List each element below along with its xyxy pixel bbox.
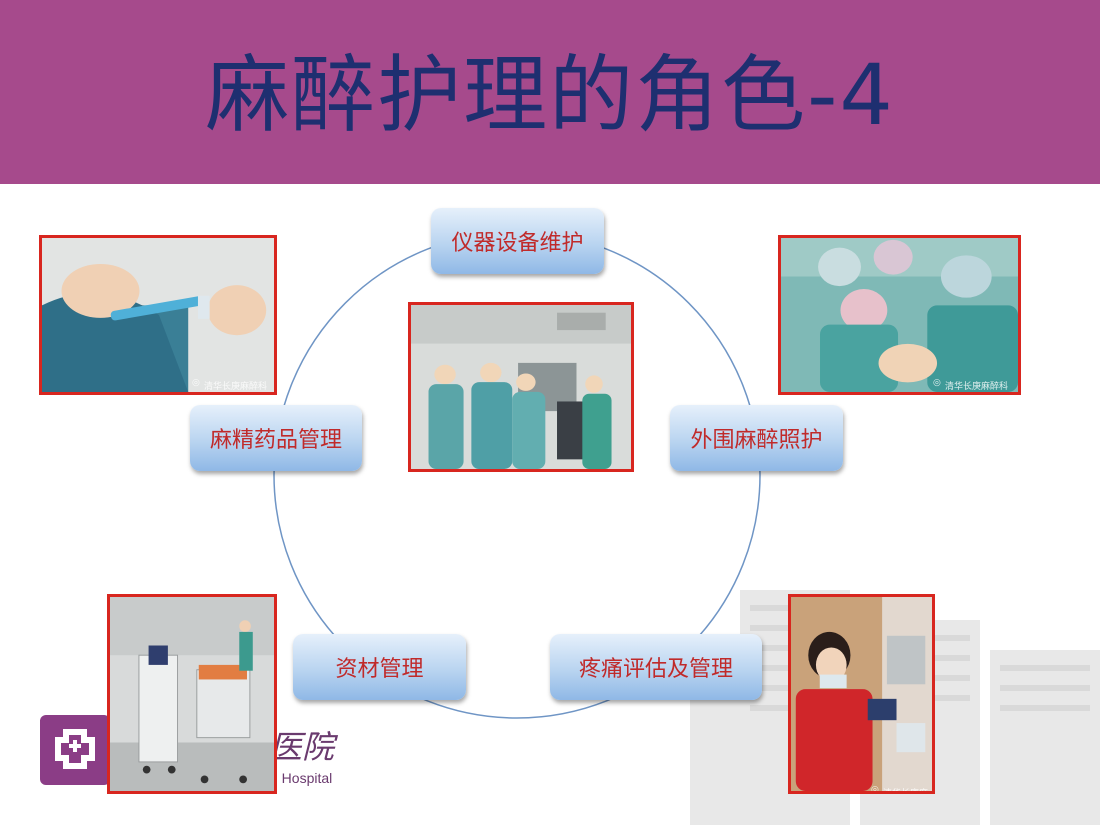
wechat-icon: ◎ <box>192 378 200 388</box>
node-supplies-management: 资材管理 <box>293 634 466 700</box>
photo-peripheral-anesthesia-care: ◎ 清华长庚麻醉科 <box>778 235 1021 395</box>
watermark-text: 清华长庚麻醉科 <box>204 382 268 392</box>
photo-operating-room-equipment <box>408 302 634 472</box>
node-equipment-maintenance: 仪器设备维护 <box>431 208 604 274</box>
logo-text-english: g Hospital <box>270 770 333 786</box>
node-controlled-drug-management: 麻精药品管理 <box>190 405 362 471</box>
wechat-icon: ◎ <box>933 378 941 388</box>
photo-pain-assessment: ◎ 清华长庚麻醉科 <box>788 594 935 794</box>
wechat-icon: ◎ <box>871 785 879 794</box>
logo-text-chinese: 医院 <box>270 728 335 766</box>
watermark-text: 清华长庚麻醉科 <box>945 382 1009 392</box>
node-pain-assessment-management: 疼痛评估及管理 <box>550 634 762 700</box>
watermark-text: 清华长庚麻醉科 <box>883 789 929 794</box>
title-bar <box>0 0 1100 184</box>
photo-drug-preparation: ◎ 清华长庚麻醉科 <box>39 235 277 395</box>
node-peripheral-anesthesia-care: 外围麻醉照护 <box>670 405 843 471</box>
photo-supply-carts <box>107 594 277 794</box>
hospital-cross-logo-icon <box>40 715 110 785</box>
slide-title: 麻醉护理的角色-4 <box>205 46 895 144</box>
